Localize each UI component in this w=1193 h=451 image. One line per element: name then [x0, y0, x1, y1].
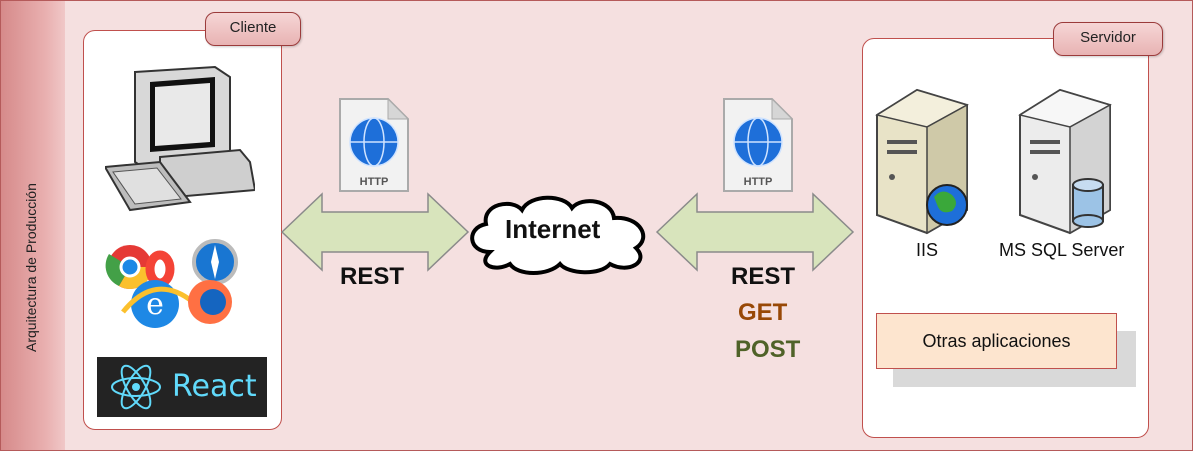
browsers-icon: e	[105, 239, 238, 328]
http-label-left: HTTP	[360, 176, 389, 188]
double-arrow-left	[280, 192, 470, 272]
computer-icon	[105, 65, 255, 212]
react-label: React	[172, 369, 257, 404]
method-post-label: POST	[735, 336, 801, 363]
react-atom-icon	[111, 364, 161, 410]
double-arrow-right	[655, 192, 855, 272]
iis-label: IIS	[916, 240, 939, 260]
sql-server-label: MS SQL Server	[999, 240, 1125, 260]
http-document-icon-left: HTTP	[339, 97, 410, 192]
method-get-label: GET	[738, 299, 788, 326]
iis-server-icon	[875, 88, 969, 235]
http-label-right: HTTP	[744, 176, 773, 188]
http-document-icon-right: HTTP	[723, 97, 794, 192]
rest-label-left: REST	[340, 263, 405, 290]
internet-cloud	[470, 195, 646, 275]
rest-label-right: REST	[731, 263, 796, 290]
react-logo: React	[97, 357, 267, 417]
sql-server-icon	[1018, 88, 1112, 235]
internet-label: Internet	[505, 214, 601, 244]
side-band	[1, 1, 65, 450]
client-tab: Cliente	[205, 12, 301, 46]
other-apps-box: Otras aplicaciones	[876, 313, 1117, 369]
side-label: Arquitectura de Producción	[23, 183, 39, 352]
server-tab: Servidor	[1053, 22, 1163, 56]
svg-text:e: e	[146, 287, 164, 322]
